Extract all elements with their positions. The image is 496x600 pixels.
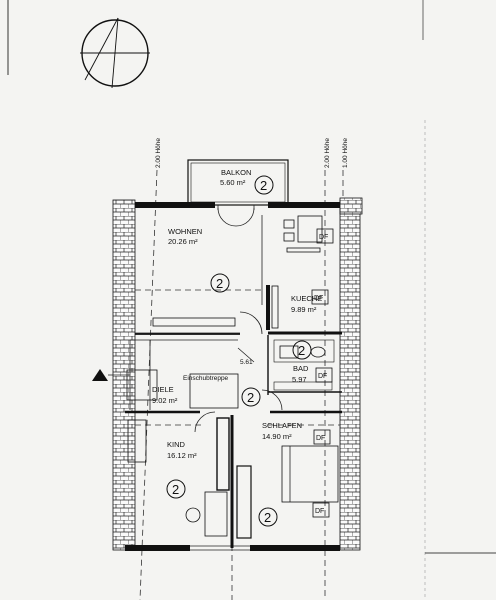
room-area-wohnen: 20.26 m² <box>168 237 198 246</box>
room-name-diele: DIELE <box>152 385 174 394</box>
diele-door-swing <box>261 389 283 411</box>
svg-text:2: 2 <box>172 482 179 497</box>
zone-marker-kind: 2 <box>166 479 186 499</box>
diele-window-niche <box>126 369 158 401</box>
room-name-schlafen: SCHLAFEN <box>262 421 302 430</box>
stair-label: Einschubtreppe <box>183 375 229 382</box>
room-name-kueche: KUECHE <box>291 294 322 303</box>
room-area-kind: 16.12 m² <box>167 451 197 460</box>
schlafen-furniture <box>236 445 339 539</box>
room-area-schlafen: 14.90 m² <box>262 432 292 441</box>
stair-height-label: 5.61 <box>240 359 253 366</box>
stair-hatch <box>189 373 239 409</box>
kind-furniture <box>127 417 230 537</box>
svg-text:2: 2 <box>298 343 305 358</box>
kitchen-counter <box>271 285 279 329</box>
room-name-wohnen: WOHNEN <box>168 227 202 236</box>
svg-text:DF: DF <box>316 435 325 442</box>
zone-marker-wohnen: 2 <box>210 273 230 293</box>
zone-marker-bad: 2 <box>292 340 312 360</box>
svg-text:DF: DF <box>319 234 328 241</box>
wohnen-window-sill <box>152 317 236 327</box>
height-label-left: 2.00 Höhe <box>155 138 162 168</box>
roof-window-schlafen-1: DF <box>313 429 331 445</box>
kind-door-swing <box>194 411 216 433</box>
zone-marker-diele: 2 <box>241 387 261 407</box>
wohnen-door-swing <box>239 311 263 335</box>
zone-marker-balkon: 2 <box>254 175 274 195</box>
svg-text:DF: DF <box>314 295 323 302</box>
svg-text:DF: DF <box>315 508 324 515</box>
room-area-kueche: 9.89 m² <box>291 305 317 314</box>
kitchen-table <box>283 215 323 253</box>
room-area-bad: 5.97 <box>292 375 307 384</box>
north-arrow-compass-icon <box>80 17 150 89</box>
balcony-door-swing <box>217 207 255 227</box>
height-line-left <box>139 169 158 600</box>
room-name-balkon: BALKON <box>221 168 251 177</box>
right-brick-wall-upper <box>339 197 363 215</box>
entrance-triangle-icon <box>92 369 108 381</box>
room-name-bad: BAD <box>293 364 309 373</box>
svg-text:DF: DF <box>318 373 327 380</box>
svg-text:2: 2 <box>216 276 223 291</box>
svg-text:2: 2 <box>247 390 254 405</box>
height-label-mid: 2.00 Höhe <box>324 138 331 168</box>
roof-window-bad: DF <box>315 367 333 383</box>
room-area-balkon: 5.60 m² <box>220 178 246 187</box>
zone-marker-schlafen: 2 <box>258 507 278 527</box>
height-label-right: 1.00 Höhe <box>342 138 349 168</box>
roof-window-kueche-2: DF <box>311 289 329 305</box>
room-area-diele: 9.02 m² <box>152 396 178 405</box>
room-name-kind: KIND <box>167 440 186 449</box>
balcony-outline <box>187 159 289 206</box>
roof-window-schlafen-2: DF <box>312 502 330 518</box>
roof-window-kueche: DF <box>316 228 334 244</box>
svg-text:2: 2 <box>260 178 267 193</box>
interior-walls <box>125 215 342 548</box>
right-brick-wall <box>339 199 361 551</box>
svg-text:2: 2 <box>264 510 271 525</box>
